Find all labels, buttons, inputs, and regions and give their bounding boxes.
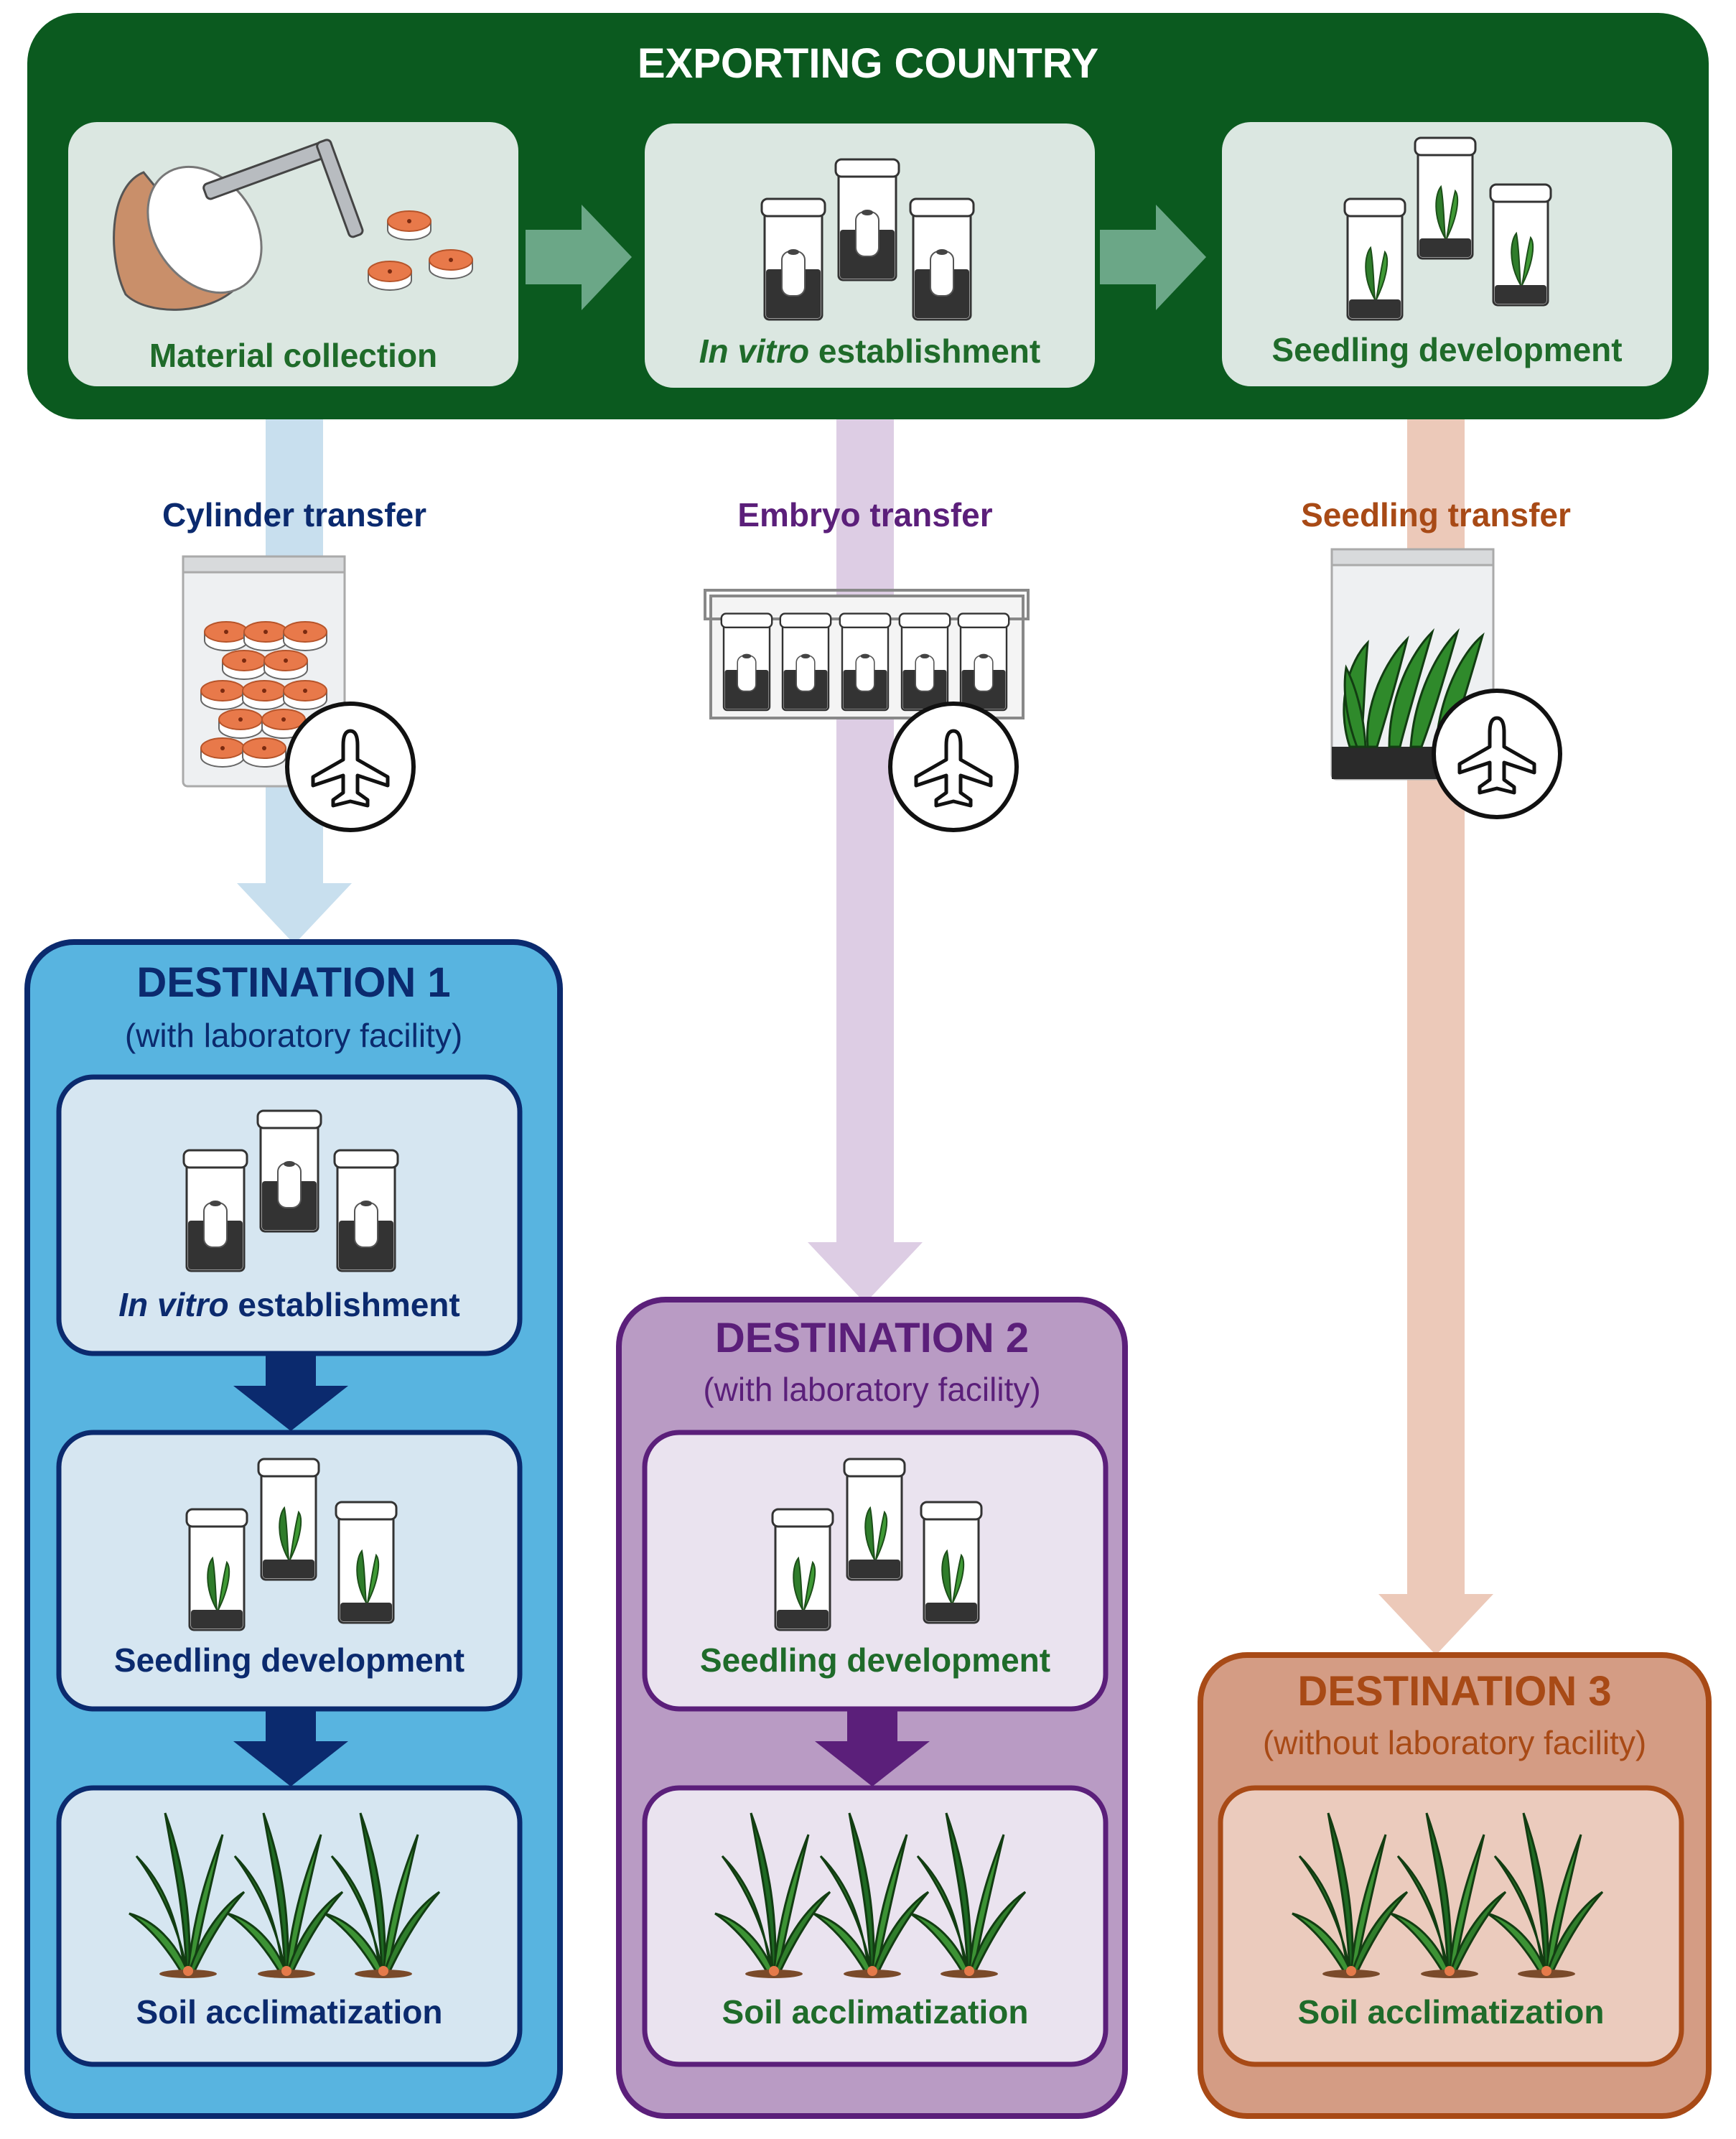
airplane-icon	[287, 704, 414, 830]
transfer-label-3: Seedling transfer	[1301, 496, 1571, 533]
dest1-step-label-2: Seedling development	[113, 1641, 465, 1679]
transfer-label-2: Embryo transfer	[737, 496, 993, 533]
dest2-step-label-2: Soil acclimatization	[722, 1993, 1029, 2031]
label-italic: In vitro	[118, 1286, 229, 1323]
transfer-label-1: Cylinder transfer	[162, 496, 427, 533]
label-rest: establishment	[809, 332, 1041, 370]
dest1-arrow-2	[233, 1711, 348, 1786]
airplane-icon	[1434, 691, 1560, 817]
export-step-label-3: Seedling development	[1271, 331, 1623, 368]
export-arrow-2	[1100, 205, 1206, 310]
dest2-arrow-1	[815, 1711, 930, 1786]
dest3-step-label-1: Soil acclimatization	[1297, 1993, 1605, 2031]
embryo-rack	[704, 589, 1030, 719]
export-arrow-1	[526, 205, 632, 310]
exporting-title: EXPORTING COUNTRY	[637, 40, 1099, 87]
dest1-arrow-1	[233, 1356, 348, 1431]
coconut-illustration	[113, 139, 473, 311]
destination-3-title: DESTINATION 3	[1297, 1668, 1612, 1715]
dest1-step-label-3: Soil acclimatization	[136, 1993, 443, 2031]
airplane-icon	[890, 704, 1017, 830]
transfer-arrow-2	[808, 416, 923, 1303]
label-rest: establishment	[228, 1286, 460, 1323]
export-step-label-2: In vitro establishment	[645, 332, 1095, 371]
destination-2-subtitle: (with laboratory facility)	[703, 1371, 1041, 1408]
destination-1-subtitle: (with laboratory facility)	[124, 1017, 463, 1054]
destination-1-title: DESTINATION 1	[136, 959, 451, 1006]
destination-2-title: DESTINATION 2	[714, 1315, 1030, 1361]
dest2-step-label-1: Seedling development	[699, 1641, 1051, 1679]
destination-3-subtitle: (without laboratory facility)	[1262, 1724, 1647, 1761]
export-step-label-1: Material collection	[149, 337, 438, 374]
label-italic: In vitro	[699, 332, 810, 370]
dest1-step-label-1: In vitro establishment	[59, 1285, 520, 1324]
